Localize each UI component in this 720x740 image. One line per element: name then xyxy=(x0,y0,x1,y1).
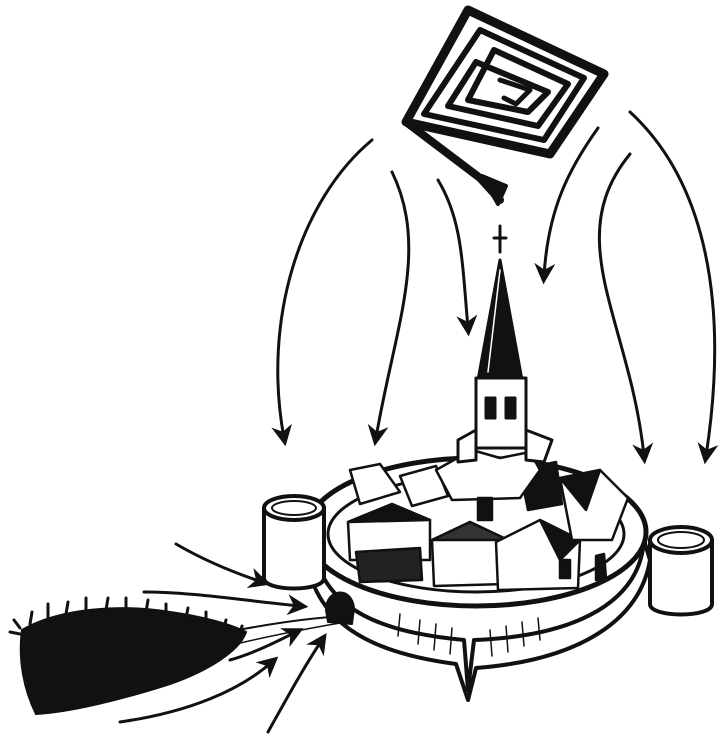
church-steeple xyxy=(458,226,552,462)
spiral-square-symbol xyxy=(406,10,604,204)
walled-town xyxy=(264,226,712,700)
town-gate xyxy=(326,592,354,624)
crowd-of-people xyxy=(10,598,346,714)
